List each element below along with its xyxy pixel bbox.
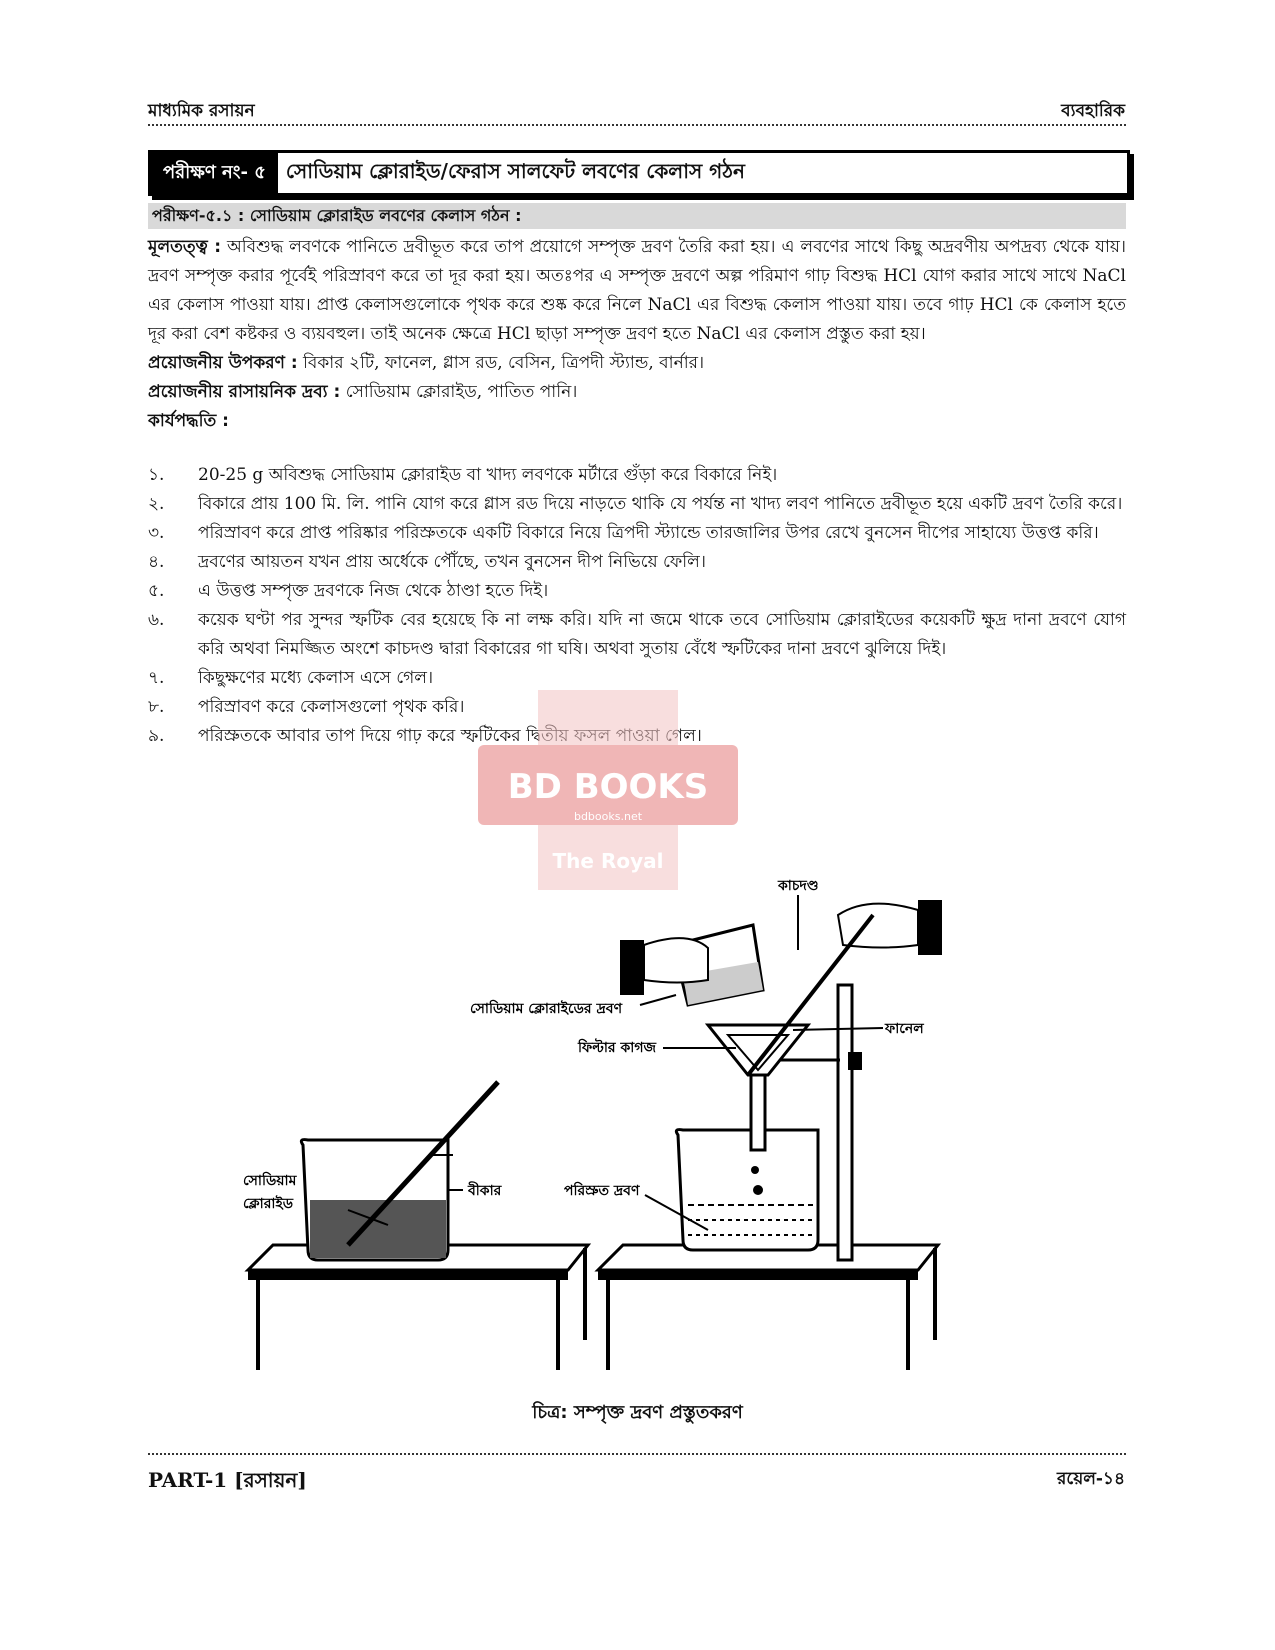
label-glass-rod: কাচদণ্ড: [777, 878, 819, 894]
funnel-stem: [749, 1073, 767, 1152]
step-number: ৬.: [148, 610, 165, 630]
filtrate-label-leader: [644, 1194, 709, 1231]
left-hand: [643, 937, 709, 984]
list-item: ৫. এ উত্তপ্ত সম্পৃক্ত দ্রবণকে নিজ থেকে ঠা…: [148, 577, 1126, 606]
step-text: বিকারে প্রায় 100 মি. লি. পানি যোগ করে গ…: [198, 494, 1123, 514]
left-glass-rod: [346, 1080, 500, 1247]
right-stand-edge: [598, 1270, 918, 1280]
left-stand-edge: [248, 1270, 568, 1280]
list-item: ৮. পরিস্রাবণ করে কেলাসগুলো পৃথক করি।: [148, 693, 1126, 722]
procedure-line: কার্যপদ্ধতি :: [148, 407, 1126, 436]
watermark-brand: BD BOOKS: [508, 767, 709, 807]
salt-label-leader: [347, 1209, 389, 1226]
experiment-title: সোডিয়াম ক্লোরাইড/ফেরাস সালফেট লবণের কেল…: [285, 158, 745, 183]
footer-divider: [148, 1453, 1126, 1455]
theory-text: অবিশুদ্ধ লবণকে পানিতে দ্রবীভূত করে তাপ প…: [148, 237, 1127, 344]
guiding-glass-rod: [746, 913, 875, 1077]
step-text: এ উত্তপ্ত সম্পৃক্ত দ্রবণকে নিজ থেকে ঠাণ্…: [198, 581, 549, 601]
theory-label: মূলতত্ত্ব :: [148, 237, 222, 257]
apparatus-figure: কাচদণ্ড সোডিয়াম ক্লোরাইডের দ্রবণ ফানেল …: [243, 878, 942, 1370]
solution-label-leader: [639, 994, 677, 1006]
apparatus-label: প্রয়োজনীয় উপকরণ :: [148, 353, 298, 373]
list-item: ৩. পরিস্রাবণ করে প্রাপ্ত পরিষ্কার পরিস্রু…: [148, 519, 1126, 548]
label-chloride: ক্লোরাইড: [243, 1194, 294, 1212]
body-text: মূলতত্ত্ব : অবিশুদ্ধ লবণকে পানিতে দ্রবীভ…: [148, 233, 1126, 436]
page-number: রয়েল-১৪: [1057, 1469, 1125, 1489]
right-beaker: [674, 1128, 820, 1252]
experiment-number-tag: পরীক্ষণ নং- ৫: [151, 153, 278, 193]
figure-caption: চিত্র: সম্পৃক্ত দ্রবণ প্রস্তুতকরণ: [532, 1402, 743, 1423]
label-sodium: সোডিয়াম: [243, 1171, 298, 1189]
watermark-url: bdbooks.net: [574, 810, 643, 823]
apparatus-text: বিকার ২টি, ফানেল, গ্লাস রড, বেসিন, ত্রিপ…: [303, 353, 705, 373]
left-hand-sleeve: [620, 940, 644, 995]
label-beaker: বীকার: [467, 1181, 503, 1199]
falling-drop: [753, 1185, 763, 1195]
step-number: ৯.: [148, 726, 165, 746]
step-number: ৭.: [148, 668, 165, 688]
apparatus-line: প্রয়োজনীয় উপকরণ : বিকার ২টি, ফানেল, গ্…: [148, 349, 1126, 378]
label-filtrate: পরিস্রুত দ্রবণ: [564, 1181, 640, 1199]
theory-paragraph: মূলতত্ত্ব : অবিশুদ্ধ লবণকে পানিতে দ্রবীভ…: [148, 233, 1126, 349]
step-text: পরিস্রাবণ করে প্রাপ্ত পরিষ্কার পরিস্রুতক…: [198, 523, 1099, 543]
step-text: কয়েক ঘণ্টা পর সুন্দর স্ফটিক বের হয়েছে …: [198, 610, 1126, 659]
footer-left: PART-1 [রসায়ন]: [148, 1468, 307, 1492]
salt-layer: [310, 1200, 446, 1258]
step-text: কিছুক্ষণের মধ্যে কেলাস এসে গেল।: [198, 668, 434, 688]
funnel-label-leader: [792, 1027, 884, 1031]
step-text: দ্রবণের আয়তন যখন প্রায় অর্ধেকে পৌঁছে, …: [198, 552, 706, 572]
list-item: ২. বিকারে প্রায় 100 মি. লি. পানি যোগ করে…: [148, 490, 1126, 519]
chemicals-text: সোডিয়াম ক্লোরাইড, পাতিত পানি।: [345, 382, 578, 402]
clamp-screw: [848, 1052, 862, 1070]
running-header-right: ব্যবহারিক: [1061, 101, 1125, 121]
right-hand: [836, 902, 919, 949]
falling-drop: [751, 1166, 759, 1174]
list-item: ৬. কয়েক ঘণ্টা পর সুন্দর স্ফটিক বের হয়েছ…: [148, 606, 1126, 664]
experiment-title-box: পরীক্ষণ নং- ৫ সোডিয়াম ক্লোরাইড/ফেরাস সা…: [148, 150, 1130, 196]
step-text: 20-25 g অবিশুদ্ধ সোডিয়াম ক্লোরাইড বা খা…: [198, 465, 778, 485]
label-nacl-solution: সোডিয়াম ক্লোরাইডের দ্রবণ: [470, 999, 623, 1017]
watermark-tagline: The Royal: [553, 849, 664, 873]
bdbooks-watermark: BD BOOKS bdbooks.net The Royal: [478, 690, 738, 890]
header-divider: [148, 124, 1126, 126]
step-number: ৮.: [148, 697, 165, 717]
chemicals-label: প্রয়োজনীয় রাসায়নিক দ্রব্য :: [148, 382, 341, 402]
step-number: ২.: [148, 494, 165, 514]
label-funnel: ফানেল: [884, 1021, 924, 1037]
list-item: ৪. দ্রবণের আয়তন যখন প্রায় অর্ধেকে পৌঁছে…: [148, 548, 1126, 577]
procedure-label: কার্যপদ্ধতি :: [148, 411, 229, 431]
chemicals-line: প্রয়োজনীয় রাসায়নিক দ্রব্য : সোডিয়াম …: [148, 378, 1126, 407]
right-hand-sleeve: [918, 900, 942, 955]
retort-stand-rod: [836, 983, 854, 1262]
sub-experiment-heading: পরীক্ষণ-৫.১ : সোডিয়াম ক্লোরাইড লবণের কে…: [148, 203, 1126, 229]
list-item: ৭. কিছুক্ষণের মধ্যে কেলাস এসে গেল।: [148, 664, 1126, 693]
step-text: পরিস্রাবণ করে কেলাসগুলো পৃথক করি।: [198, 697, 465, 717]
step-number: ৩.: [148, 523, 165, 543]
step-number: ৫.: [148, 581, 165, 601]
step-number: ৪.: [148, 552, 165, 572]
procedure-steps: ১. 20-25 g অবিশুদ্ধ সোডিয়াম ক্লোরাইড বা …: [148, 461, 1126, 751]
step-number: ১.: [148, 465, 165, 485]
watermark-banner: [478, 745, 738, 825]
label-filter-paper: ফিল্টার কাগজ: [577, 1038, 657, 1056]
list-item: ১. 20-25 g অবিশুদ্ধ সোডিয়াম ক্লোরাইড বা …: [148, 461, 1126, 490]
running-header-left: মাধ্যমিক রসায়ন: [148, 101, 255, 121]
